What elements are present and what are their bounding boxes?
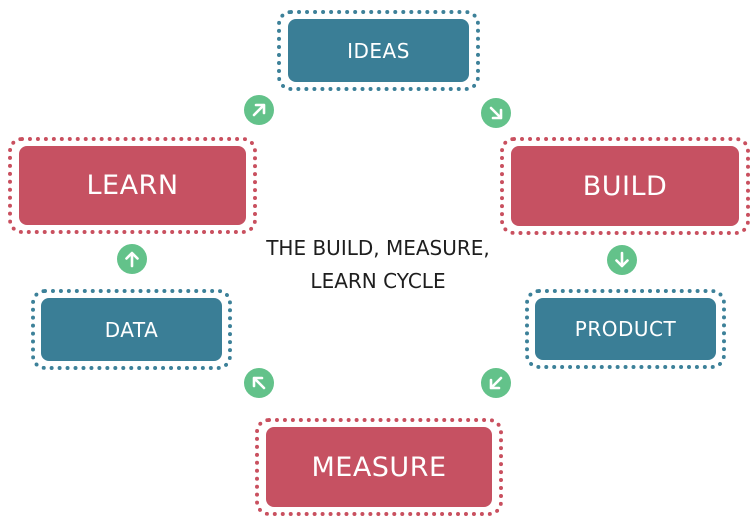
data-node: DATA	[41, 298, 222, 361]
arrow-up-left-icon	[244, 368, 274, 398]
ideas-node: IDEAS	[288, 19, 469, 82]
data-label: DATA	[104, 317, 159, 342]
measure-label: MEASURE	[311, 451, 447, 483]
learn-node: LEARN	[19, 146, 246, 225]
arrow-down-right-icon	[481, 98, 511, 128]
build-label: BUILD	[582, 170, 668, 202]
build-node-frame	[500, 137, 750, 235]
cycle-title-line-2: LEARN CYCLE	[310, 269, 446, 293]
arrow-down-left-icon	[481, 368, 511, 398]
ideas-node-frame	[277, 10, 480, 91]
product-label: PRODUCT	[574, 317, 677, 341]
cycle-title-line-1: THE BUILD, MEASURE,	[266, 236, 490, 260]
learn-label: LEARN	[86, 170, 179, 201]
arrow-down-icon	[607, 245, 637, 275]
ideas-label: IDEAS	[347, 38, 410, 63]
arrow-up-right-icon	[244, 95, 274, 125]
product-node-frame	[525, 289, 726, 369]
measure-node: MEASURE	[266, 427, 492, 507]
learn-node-frame	[8, 137, 257, 234]
data-node-frame	[31, 289, 232, 370]
measure-node-frame	[255, 418, 503, 516]
cycle-title: THE BUILD, MEASURE, LEARN CYCLE	[228, 232, 528, 298]
build-node: BUILD	[511, 146, 739, 226]
arrow-up-icon	[117, 244, 147, 274]
product-node: PRODUCT	[535, 298, 716, 360]
